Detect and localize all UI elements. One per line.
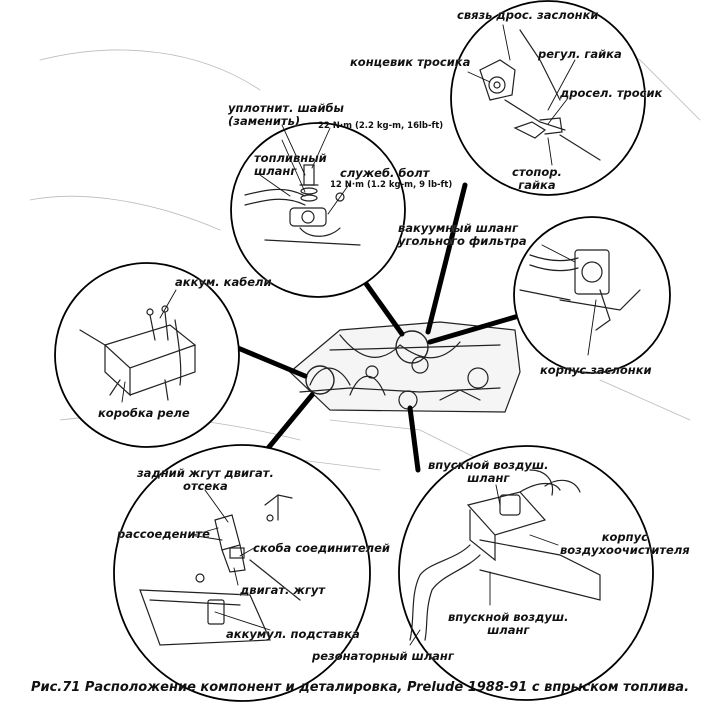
detail-circles (54, 0, 671, 702)
label-resonator-hose: резонаторный шланг (312, 649, 454, 663)
label-cable-end: концевик тросика (350, 55, 471, 69)
label-battery-base: аккумул. подставка (226, 627, 360, 641)
label-throttle-link: связь дрос. заслонки (457, 8, 599, 22)
label-torque-22: 22 N·m (2.2 kg-m, 16lb-ft) (318, 121, 444, 131)
label-torque-12: 12 N·m (1.2 kg-m, 9 lb-ft) (330, 180, 453, 190)
label-intake-hose-top: впускной воздуш. шланг (428, 458, 549, 485)
label-rear-harness: задний жгут двигат. отсека (137, 466, 274, 493)
label-fuel-hose: топливный шланг (254, 151, 327, 178)
fuel-hose-detail (244, 164, 361, 246)
label-battery-cables: аккум. кабели (175, 275, 272, 289)
engine-center-drawing (289, 321, 521, 413)
leader-lines (121, 24, 597, 646)
label-adjusting-nut: регул. гайка (538, 47, 622, 61)
throttle-cable-detail (479, 29, 601, 161)
label-air-cleaner: корпус воздухоочистителя (560, 530, 690, 557)
relay-box-detail (79, 305, 197, 401)
label-throttle-cable: дросел. тросик (560, 86, 663, 100)
label-intake-hose-bottom: впускной воздуш. шланг (448, 610, 569, 637)
air-cleaner-detail (409, 469, 601, 641)
label-seal-washers: уплотнит. шайбы (заменить) (228, 101, 344, 128)
label-lock-nut: стопор. гайка (512, 165, 562, 192)
label-relay-box: коробка реле (98, 406, 190, 420)
label-service-bolt: служеб. болт (340, 166, 430, 180)
figure-caption: Рис.71 Расположение компонент и деталиро… (30, 680, 690, 695)
label-engine-harness: двигат. жгут (240, 583, 326, 597)
label-connector-bracket: скоба соединителей (253, 541, 390, 555)
label-disconnect: рассоедените (117, 527, 210, 541)
label-vacuum-hose: вакуумный шланг угольного фильтра (398, 221, 527, 248)
label-throttle-body: корпус заслонки (540, 363, 652, 377)
throttle-body-detail (519, 249, 641, 331)
